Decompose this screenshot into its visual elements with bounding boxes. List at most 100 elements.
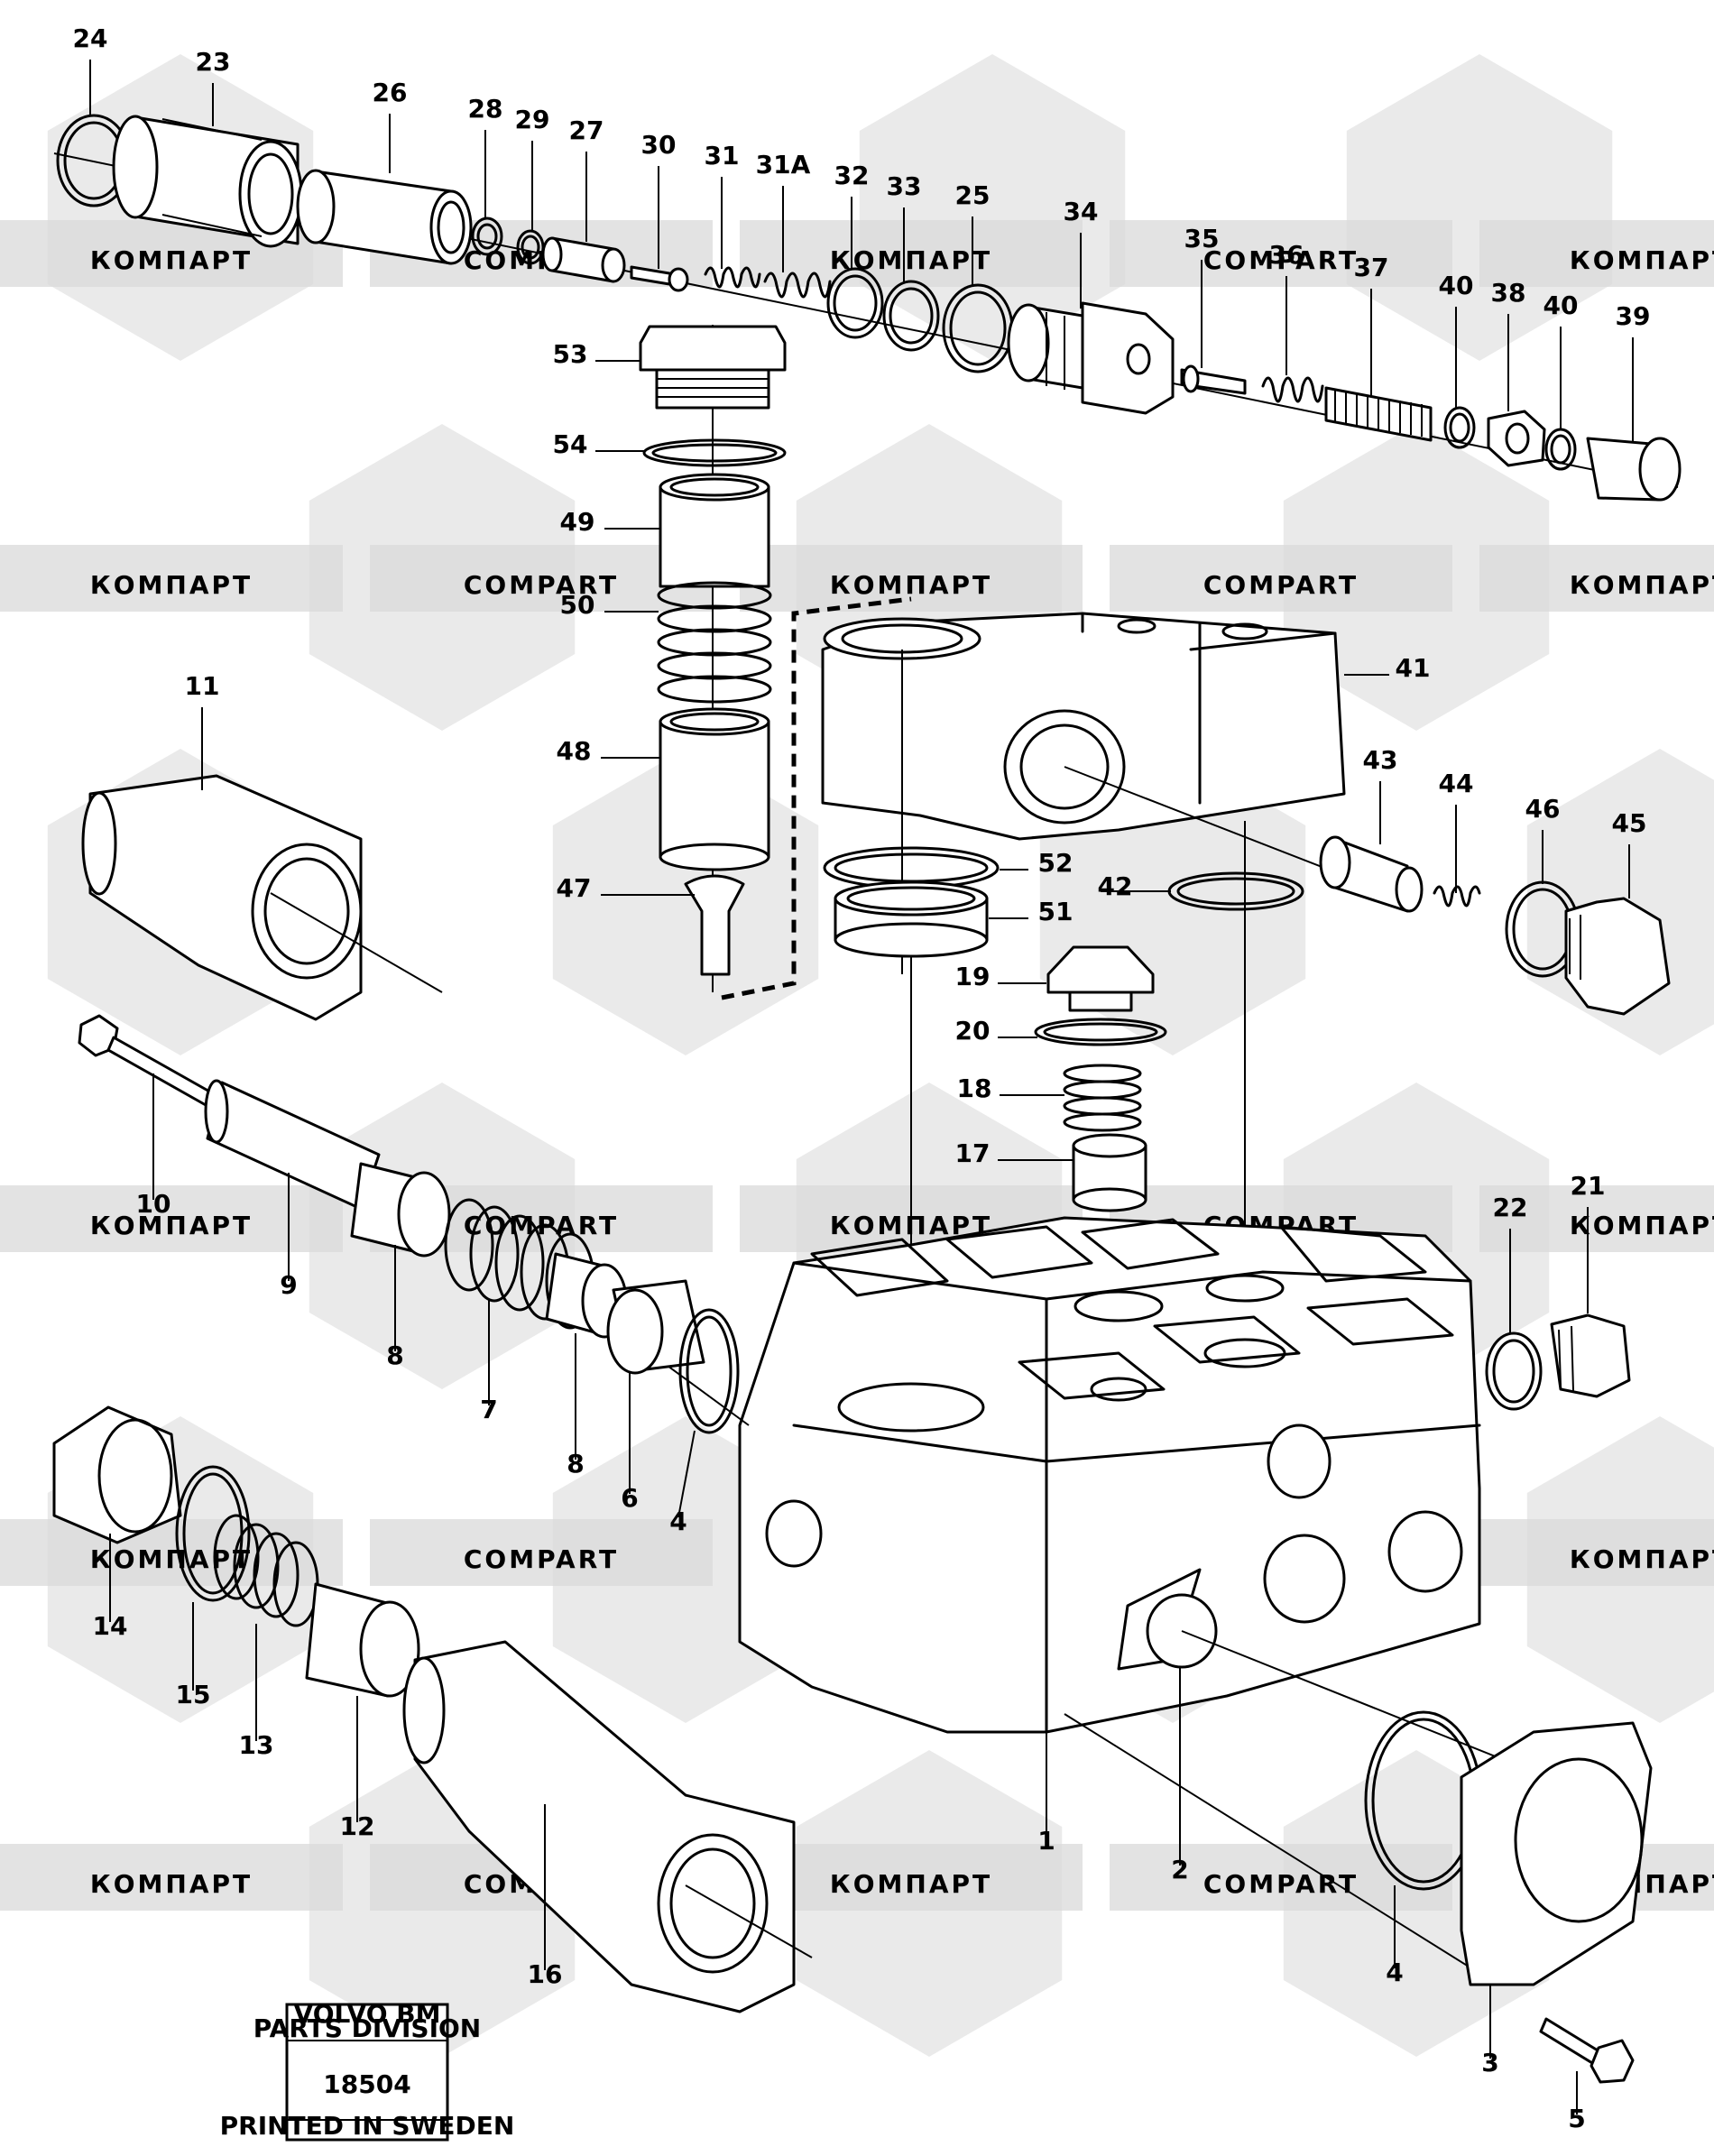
callout-38: 38 xyxy=(1491,278,1526,308)
part-36-spring xyxy=(1261,376,1324,403)
callout-47: 47 xyxy=(557,873,592,903)
watermark-band xyxy=(740,1844,1083,1911)
callout-49: 49 xyxy=(560,507,595,537)
part-44-spring xyxy=(1433,885,1481,908)
callout-46: 46 xyxy=(1525,794,1561,824)
watermark-text: КОМПАРТ xyxy=(1570,245,1714,275)
part-17-piston xyxy=(1072,1133,1147,1212)
watermark-band xyxy=(1479,1185,1714,1252)
watermark-text: КОМПАРТ xyxy=(90,1211,253,1240)
part-38-lock-nut xyxy=(1487,410,1546,467)
callout-24: 24 xyxy=(73,23,108,53)
watermark-text: КОМПАРТ xyxy=(830,570,992,600)
part-39-cap-nut xyxy=(1586,437,1682,502)
part-27-bushing xyxy=(541,236,626,283)
part-23-adapter xyxy=(112,115,303,248)
part-19-cap xyxy=(1046,945,1155,1012)
watermark-text: КОМПАРТ xyxy=(1570,570,1714,600)
callout-48: 48 xyxy=(557,736,592,766)
part-31-spring xyxy=(704,266,761,289)
callout-26: 26 xyxy=(373,78,408,107)
callout-31: 31 xyxy=(705,141,740,170)
callout-34: 34 xyxy=(1064,197,1099,226)
callout-42: 42 xyxy=(1098,871,1133,901)
plate-footer: PRINTED IN SWEDEN xyxy=(220,2111,515,2141)
callout-50: 50 xyxy=(560,590,595,620)
callout-18: 18 xyxy=(957,1073,992,1103)
callout-22: 22 xyxy=(1493,1193,1528,1222)
callout-9: 9 xyxy=(280,1270,297,1300)
part-33-o-ring xyxy=(882,280,940,352)
part-13-spring xyxy=(213,1514,319,1627)
callout-5: 5 xyxy=(1568,2104,1585,2133)
top-assembly-line xyxy=(53,114,1682,502)
callout-15: 15 xyxy=(176,1680,211,1709)
part-3-end-cover xyxy=(1460,1721,1653,1986)
callout-40: 40 xyxy=(1544,290,1579,320)
watermark-text: КОМПАРТ xyxy=(90,245,253,275)
watermark-band xyxy=(0,1844,343,1911)
callout-41: 41 xyxy=(1396,653,1431,683)
vertical-valve-stack xyxy=(639,325,912,1000)
part-22-o-ring xyxy=(1485,1331,1543,1411)
part-48-piston xyxy=(659,707,770,871)
callout-6: 6 xyxy=(621,1483,638,1513)
part-16-end-cover xyxy=(402,1640,813,2013)
callout-7: 7 xyxy=(480,1395,497,1424)
part-53-plug xyxy=(639,325,787,410)
watermark-band xyxy=(0,1185,343,1252)
part-4-o-ring xyxy=(678,1308,740,1434)
part-45-plug xyxy=(1564,897,1671,1016)
plate-division: PARTS DIVISION xyxy=(253,2013,482,2043)
part-49-sleeve xyxy=(659,473,770,588)
callout-35: 35 xyxy=(1184,224,1220,253)
watermark-hexagons xyxy=(47,54,1714,2057)
callout-25: 25 xyxy=(955,180,991,210)
watermark-band xyxy=(740,220,1083,287)
watermark-band xyxy=(1479,545,1714,612)
callout-11: 11 xyxy=(185,671,220,701)
part-30-pin xyxy=(630,265,689,292)
leader-lines xyxy=(89,60,1634,2115)
callout-52: 52 xyxy=(1038,848,1074,878)
watermark-band xyxy=(0,1519,343,1586)
callout-3: 3 xyxy=(1481,2048,1498,2078)
watermark-text: КОМПАРТ xyxy=(1570,1544,1714,1574)
part-40-seal-ring-2 xyxy=(1544,428,1577,471)
callout-32: 32 xyxy=(834,161,870,190)
part-26-sleeve xyxy=(296,169,473,265)
part-11-end-cover xyxy=(81,774,443,1021)
callout-17: 17 xyxy=(955,1138,991,1168)
watermark-text: COMPART xyxy=(1203,245,1359,275)
watermark-text: КОМПАРТ xyxy=(830,245,992,275)
dashed-assembly-bracket xyxy=(721,596,912,1000)
callout-14: 14 xyxy=(93,1611,128,1641)
watermark-band xyxy=(0,545,343,612)
callout-44: 44 xyxy=(1439,769,1474,798)
part-40-seal-ring xyxy=(1443,406,1476,449)
callout-21: 21 xyxy=(1571,1171,1606,1201)
watermark-text: КОМПАРТ xyxy=(90,570,253,600)
watermark-text: COMPART xyxy=(1203,1869,1359,1899)
part-51-backup-ring xyxy=(834,880,989,958)
callout-2: 2 xyxy=(1171,1855,1188,1884)
callout-29: 29 xyxy=(515,105,550,134)
part-50-spring xyxy=(657,581,772,704)
callout-1: 1 xyxy=(1037,1826,1055,1856)
watermark-text: КОМПАРТ xyxy=(90,1869,253,1899)
callout-31a: 31A xyxy=(756,150,811,180)
part-5-bolt xyxy=(1539,2017,1635,2084)
part-18-spring xyxy=(1063,1064,1142,1132)
callout-37: 37 xyxy=(1354,253,1389,282)
parts-plate: VOLVO BM PARTS DIVISION 18504 PRINTED IN… xyxy=(220,1999,515,2142)
part-10-bolt xyxy=(78,1014,227,1115)
callout-10: 10 xyxy=(136,1189,171,1219)
callout-8: 8 xyxy=(386,1341,403,1370)
callout-16: 16 xyxy=(528,1959,563,1989)
callout-20: 20 xyxy=(955,1016,991,1046)
callout-39: 39 xyxy=(1616,301,1651,331)
watermark-band xyxy=(1479,1519,1714,1586)
part-12-spring-seat xyxy=(305,1582,420,1698)
callout-4: 4 xyxy=(669,1506,687,1536)
